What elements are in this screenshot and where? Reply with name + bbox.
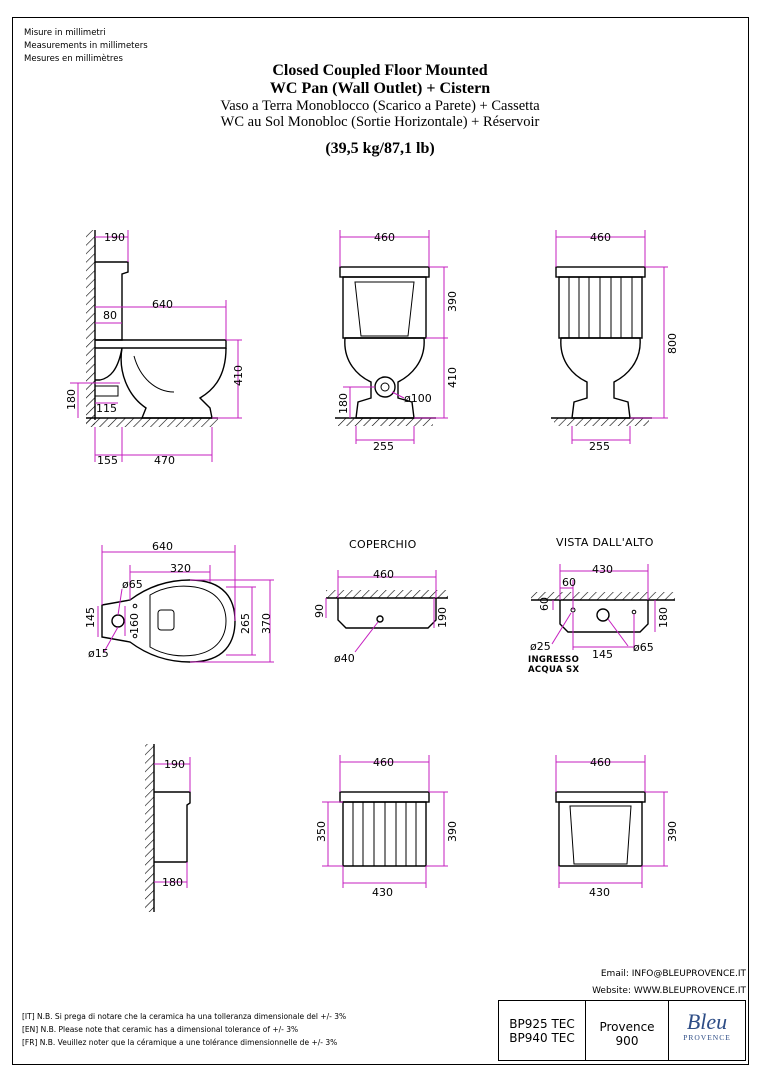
dim-side-155: 155 <box>97 454 118 467</box>
dim-top-640: 640 <box>152 540 173 553</box>
note-fr: [FR] N.B. Veuillez noter que la céramiqu… <box>22 1038 338 1047</box>
side-view: 190 640 80 410 180 115 155 470 <box>65 230 245 467</box>
brand-sub: PROVENCE <box>683 1033 731 1042</box>
series-box: Provence 900 <box>585 1000 669 1061</box>
header: Closed Coupled Floor Mounted WC Pan (Wal… <box>160 62 600 158</box>
units-it: Misure in millimetri <box>24 28 106 38</box>
note-en: [EN] N.B. Please note that ceramic has a… <box>22 1025 299 1034</box>
code-1: BP925 TEC <box>509 1017 575 1031</box>
contact-email[interactable]: Email: INFO@BLEUPROVENCE.IT <box>600 969 746 979</box>
dim-top-320: 320 <box>170 562 191 575</box>
weight: (39,5 kg/87,1 lb) <box>325 140 435 157</box>
top-view: 640 320 ø65 145 160 265 370 ø15 <box>84 540 274 663</box>
dim-lid-d40: ø40 <box>334 652 355 665</box>
tolerance-notes: [IT] N.B. Si prega di notare che la cera… <box>22 1010 346 1049</box>
brand-box: Bleu PROVENCE <box>668 1000 746 1061</box>
label-coperchio: COPERCHIO <box>349 538 417 551</box>
product-codes-box: BP925 TEC BP940 TEC <box>498 1000 586 1061</box>
dim-cf-390: 390 <box>446 821 459 842</box>
title-line-4: WC au Sol Monobloc (Sortie Horizontale) … <box>220 114 540 130</box>
dim-top-145: 145 <box>84 607 97 628</box>
dim-front-255: 255 <box>373 440 394 453</box>
dim-cs-180: 180 <box>162 876 183 889</box>
brand-logo: Bleu PROVENCE <box>669 1011 745 1043</box>
dim-lid-190: 190 <box>436 607 449 628</box>
back-view: 460 800 255 <box>551 230 679 453</box>
drawing-frame <box>12 17 749 1065</box>
dim-side-180: 180 <box>65 389 78 410</box>
dim-side-190: 190 <box>104 231 125 244</box>
dim-top-d15: ø15 <box>88 647 109 660</box>
dim-back-460: 460 <box>590 231 611 244</box>
dim-top-160: 160 <box>128 613 141 634</box>
dim-top-d65: ø65 <box>122 578 143 591</box>
cistern-front-view: 460 350 390 430 <box>315 755 459 899</box>
dim-front-390: 390 <box>446 291 459 312</box>
dim-cb-430: 430 <box>589 886 610 899</box>
topview-cistern: 430 60 60 180 ø25 145 ø65 <box>530 563 675 661</box>
dim-front-d100: ø100 <box>404 392 432 405</box>
title-line-3: Vaso a Terra Monoblocco (Scarico a Paret… <box>220 98 540 114</box>
dim-side-115: 115 <box>96 402 117 415</box>
title-line-1: Closed Coupled Floor Mounted <box>272 62 488 79</box>
brand-name: Bleu <box>686 1009 728 1034</box>
dim-top-370: 370 <box>260 613 273 634</box>
dim-back-255: 255 <box>589 440 610 453</box>
cistern-side-view: 190 180 <box>145 744 191 912</box>
floor-hatch <box>86 418 218 427</box>
dim-tv-60b: 60 <box>538 597 551 611</box>
dim-front-180: 180 <box>337 393 350 414</box>
units-en: Measurements in millimeters <box>24 41 148 51</box>
series-name: Provence <box>599 1020 655 1034</box>
dim-back-800: 800 <box>666 333 679 354</box>
dim-front-460: 460 <box>374 231 395 244</box>
cistern-back-view: 460 390 430 <box>555 755 679 899</box>
series-number: 900 <box>615 1034 639 1048</box>
dim-tv-430: 430 <box>592 563 613 576</box>
label-ingresso-1: INGRESSO <box>528 655 580 665</box>
dim-lid-90: 90 <box>313 604 326 618</box>
front-view: 460 390 410 180 ø100 255 <box>335 230 459 453</box>
dim-cb-390: 390 <box>666 821 679 842</box>
dim-front-410: 410 <box>446 367 459 388</box>
dim-cf-430: 430 <box>372 886 393 899</box>
units-fr: Mesures en millimètres <box>24 54 123 64</box>
dim-side-470: 470 <box>154 454 175 467</box>
dim-tv-d25: ø25 <box>530 640 551 653</box>
dim-side-80: 80 <box>103 309 117 322</box>
dim-cf-460: 460 <box>373 756 394 769</box>
lid-view: 460 90 190 ø40 <box>313 568 449 665</box>
dim-cs-190: 190 <box>164 758 185 771</box>
dim-top-265: 265 <box>239 613 252 634</box>
dim-tv-180: 180 <box>657 607 670 628</box>
note-it: [IT] N.B. Si prega di notare che la cera… <box>22 1012 347 1021</box>
label-vista-alto: VISTA DALL'ALTO <box>556 536 654 549</box>
cistern-side <box>95 261 129 341</box>
dim-tv-60a: 60 <box>562 576 576 589</box>
dim-cf-350: 350 <box>315 821 328 842</box>
wall-hatch <box>86 230 95 425</box>
bowl-side <box>120 347 227 419</box>
contact-website[interactable]: Website: WWW.BLEUPROVENCE.IT <box>592 986 746 996</box>
code-2: BP940 TEC <box>509 1031 575 1045</box>
units-note: Misure in millimetri Measurements in mil… <box>24 27 148 66</box>
title-line-2: WC Pan (Wall Outlet) + Cistern <box>269 80 491 97</box>
dim-side-640: 640 <box>152 298 173 311</box>
label-ingresso-2: ACQUA SX <box>528 665 580 675</box>
dim-cb-460: 460 <box>590 756 611 769</box>
label-ingresso: INGRESSO ACQUA SX <box>528 655 579 675</box>
dim-tv-d65: ø65 <box>633 641 654 654</box>
dim-lid-460: 460 <box>373 568 394 581</box>
dim-side-410: 410 <box>232 365 245 386</box>
dim-tv-145: 145 <box>592 648 613 661</box>
